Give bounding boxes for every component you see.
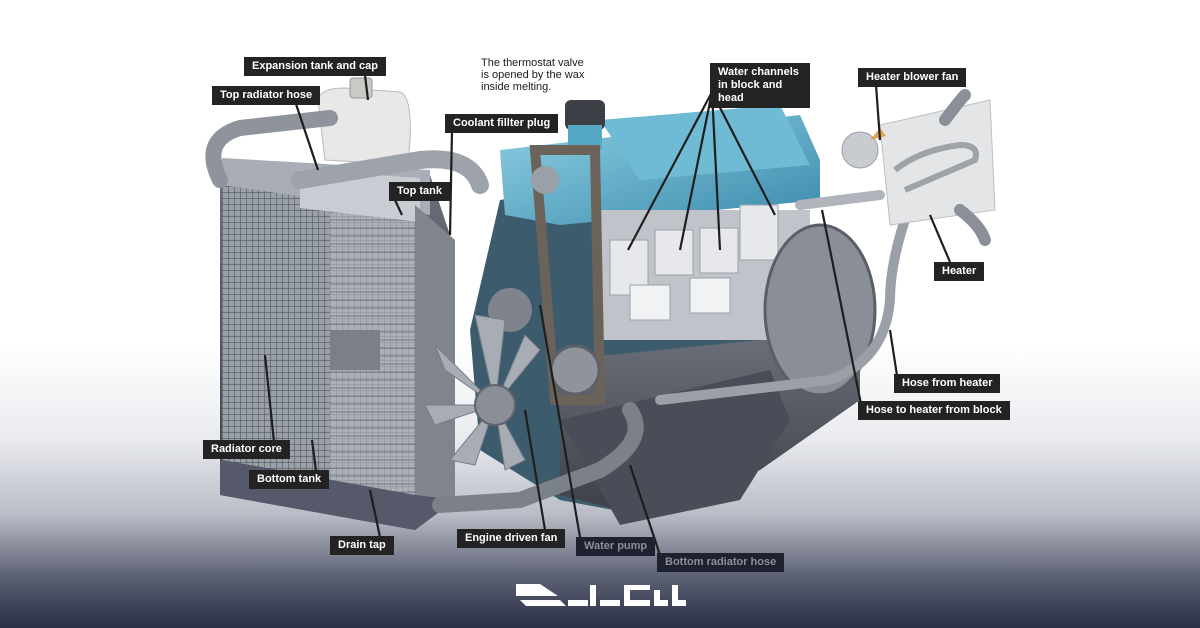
label-water-pump: Water pump [576,537,656,556]
thermostat-note: The thermostat valve is opened by the wa… [481,57,585,93]
top-radiator-hose [205,110,489,194]
expansion-tank [317,77,411,166]
bottom-radiator-hose [432,402,644,513]
heater-hoses [655,190,915,405]
label-engine-driven-fan: Engine driven fan [457,529,566,548]
label-bottom-tank: Bottom tank [249,470,330,489]
label-expansion-tank: Expansion tank and cap [244,57,386,76]
label-coolant-filler-plug: Coolant fillter plug [445,114,559,133]
label-drain-tap: Drain tap [330,536,394,555]
brand-logo-icon [516,584,686,606]
label-top-tank: Top tank [389,182,451,201]
label-top-radiator-hose: Top radiator hose [212,86,321,105]
label-hose-to-heater: Hose to heater from block [858,401,1010,420]
label-water-channels: Water channels in block and head [710,63,810,108]
timing-belt [488,145,606,405]
label-hose-from-heater: Hose from heater [894,374,1001,393]
engine-block [470,100,877,525]
engine-fan [424,314,541,471]
label-heater: Heater [934,262,985,281]
label-radiator-core: Radiator core [203,440,290,459]
label-bottom-radiator-hose: Bottom radiator hose [657,553,785,572]
pistons [609,204,779,321]
heater-unit [841,89,996,246]
label-heater-blower-fan: Heater blower fan [858,68,967,87]
leader-lines [263,74,952,556]
